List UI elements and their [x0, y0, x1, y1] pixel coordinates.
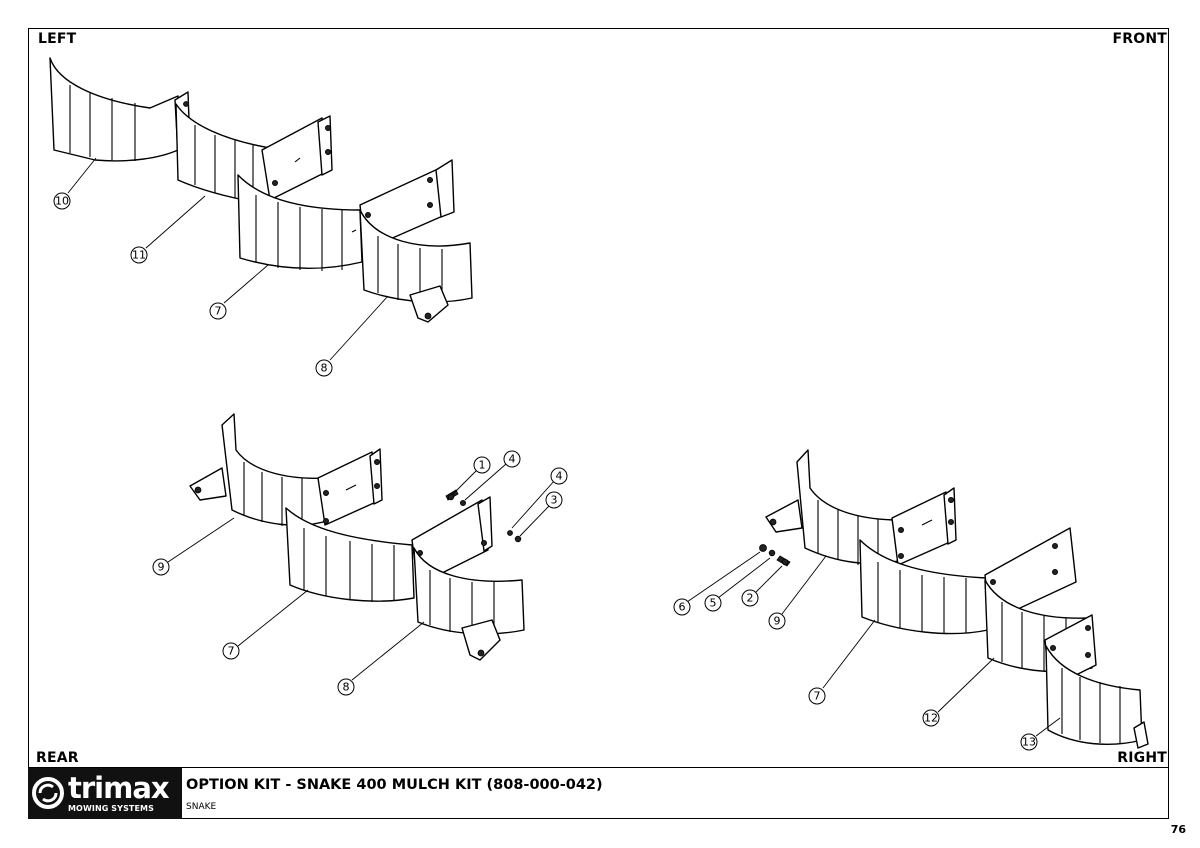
guard-part-8-left — [411, 496, 525, 661]
orientation-label-rear: REAR — [36, 750, 79, 766]
guard-part-7 — [237, 159, 455, 271]
guard-part-8 — [359, 209, 473, 323]
guard-part-13 — [1044, 614, 1149, 749]
callout-8: 8 — [315, 359, 333, 377]
svg-text:4: 4 — [556, 470, 563, 483]
svg-text:10: 10 — [55, 195, 69, 208]
svg-text:9: 9 — [158, 561, 165, 574]
guard-part-7-right — [859, 487, 989, 635]
callout-12: 12 — [922, 709, 940, 727]
svg-text:1: 1 — [479, 459, 486, 472]
assembly-left-view: 1 4 4 3 9 7 8 — [152, 413, 568, 696]
guard-part-11 — [175, 103, 333, 206]
callout-3: 3 — [545, 491, 563, 509]
hardware-nut-3 — [514, 535, 522, 543]
guard-part-9-right — [765, 449, 903, 566]
svg-text:7: 7 — [215, 305, 222, 318]
svg-text:9: 9 — [774, 615, 781, 628]
logo-tagline: MOWING SYSTEMS — [68, 804, 154, 813]
svg-text:5: 5 — [710, 597, 717, 610]
callout-6: 6 — [673, 598, 691, 616]
svg-text:11: 11 — [132, 249, 146, 262]
svg-text:7: 7 — [228, 645, 235, 658]
document-title: OPTION KIT - SNAKE 400 MULCH KIT (808-00… — [186, 777, 603, 793]
callout-5: 5 — [704, 594, 722, 612]
hardware-bolt-1 — [445, 489, 459, 501]
callout-7: 7 — [209, 302, 227, 320]
svg-text:4: 4 — [509, 453, 516, 466]
svg-text:13: 13 — [1022, 736, 1036, 749]
svg-text:8: 8 — [343, 681, 350, 694]
svg-text:2: 2 — [747, 592, 754, 605]
trimax-logo: trimax MOWING SYSTEMS — [28, 768, 182, 819]
drawing-frame — [28, 28, 1169, 819]
svg-text:12: 12 — [924, 712, 938, 725]
callout-11: 11 — [130, 246, 148, 264]
hardware-washer-6 — [759, 544, 767, 552]
page-number: 76 — [1170, 823, 1186, 836]
hardware-washer-4a — [459, 499, 466, 506]
logo-wordmark: trimax — [68, 771, 170, 805]
guard-part-7-left — [285, 448, 415, 602]
callout-2: 2 — [741, 589, 759, 607]
orientation-label-left: LEFT — [38, 31, 77, 47]
guard-part-9 — [189, 413, 331, 527]
hardware-bolt-2 — [776, 555, 791, 567]
orientation-label-front: FRONT — [1112, 31, 1167, 47]
callout-7: 7 — [808, 687, 826, 705]
callout-4a: 4 — [503, 450, 521, 468]
svg-text:7: 7 — [814, 690, 821, 703]
callout-8: 8 — [337, 678, 355, 696]
callout-7: 7 — [222, 642, 240, 660]
document-subtitle: SNAKE — [186, 802, 217, 812]
svg-text:3: 3 — [551, 494, 558, 507]
guard-part-10 — [49, 57, 191, 162]
trimax-swirl-icon — [32, 777, 64, 809]
svg-text:8: 8 — [321, 362, 328, 375]
callout-9: 9 — [152, 558, 170, 576]
assembly-top-view: 10 11 7 8 — [49, 57, 473, 377]
hardware-washer-4b — [507, 530, 513, 536]
title-block: trimax MOWING SYSTEMS OPTION KIT - SNAKE… — [28, 767, 1169, 819]
svg-text:6: 6 — [679, 601, 686, 614]
hardware-washer-5 — [768, 549, 776, 557]
callout-9: 9 — [768, 612, 786, 630]
callout-1: 1 — [473, 456, 491, 474]
callout-4b: 4 — [550, 467, 568, 485]
orientation-label-right: RIGHT — [1117, 750, 1167, 766]
assembly-right-view: 6 5 2 9 7 12 13 — [673, 449, 1149, 751]
callout-10: 10 — [53, 192, 71, 210]
callout-13: 13 — [1020, 733, 1038, 751]
